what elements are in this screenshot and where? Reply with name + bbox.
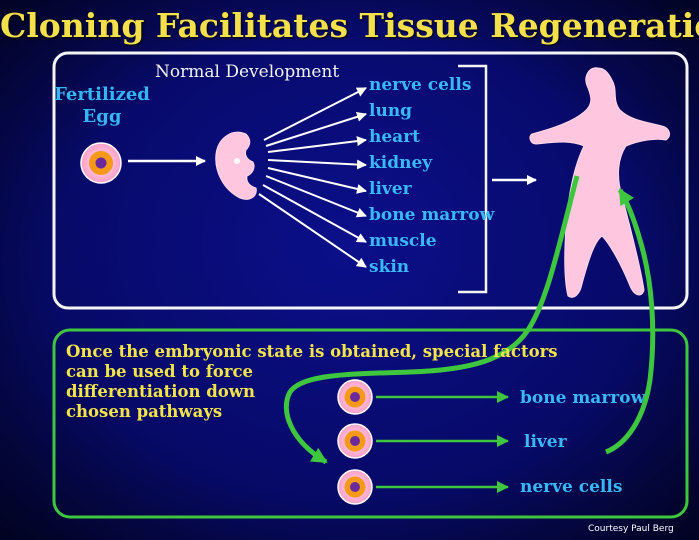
derived-label-nerve-cells: nerve cells [520,477,623,497]
green-regeneration-arrow [604,188,656,455]
tissue-label-skin: skin [369,257,410,277]
egg-label-line-1: Fertilized [54,84,150,105]
embryonic-state-text: Once the embryonic state is obtained, sp… [66,342,558,422]
cell-nerve [337,469,373,505]
info-line-2: can be used to force [66,362,254,381]
info-line-1: Once the embryonic state is obtained, sp… [66,342,558,361]
tissue-label-kidney: kidney [369,153,433,173]
tissue-label-nerve-cells: nerve cells [369,75,472,95]
slide-title: Cloning Facilitates Tissue Regeneration [0,6,699,45]
tissue-label-liver: liver [369,179,412,199]
differentiation-arrows [258,87,367,268]
human-figure [529,67,670,298]
cell-bone-marrow [337,379,373,415]
green-return-arrow [283,175,580,465]
derived-label-liver: liver [524,432,567,452]
fertilized-egg-cell [80,142,122,184]
cell-liver [337,423,373,459]
tissue-label-lung: lung [369,101,413,121]
credit-text: Courtesy Paul Berg [588,524,674,534]
embryo-eye [234,158,240,164]
fertilized-egg-label: Fertilized Egg [52,84,152,128]
regeneration-box [52,328,689,519]
tissue-label-heart: heart [369,127,420,147]
normal-development-box [52,51,689,310]
info-line-4: chosen pathways [66,402,223,421]
derived-label-bone-marrow: bone marrow [520,388,646,408]
tissue-label-bone-marrow: bone marrow [369,205,495,225]
normal-development-label: Normal Development [155,62,340,82]
info-line-3: differentiation down [66,382,255,401]
embryo-shape [215,131,257,200]
egg-label-line-2: Egg [82,106,122,127]
tissue-label-muscle: muscle [369,231,437,251]
tissue-bracket [458,64,488,294]
